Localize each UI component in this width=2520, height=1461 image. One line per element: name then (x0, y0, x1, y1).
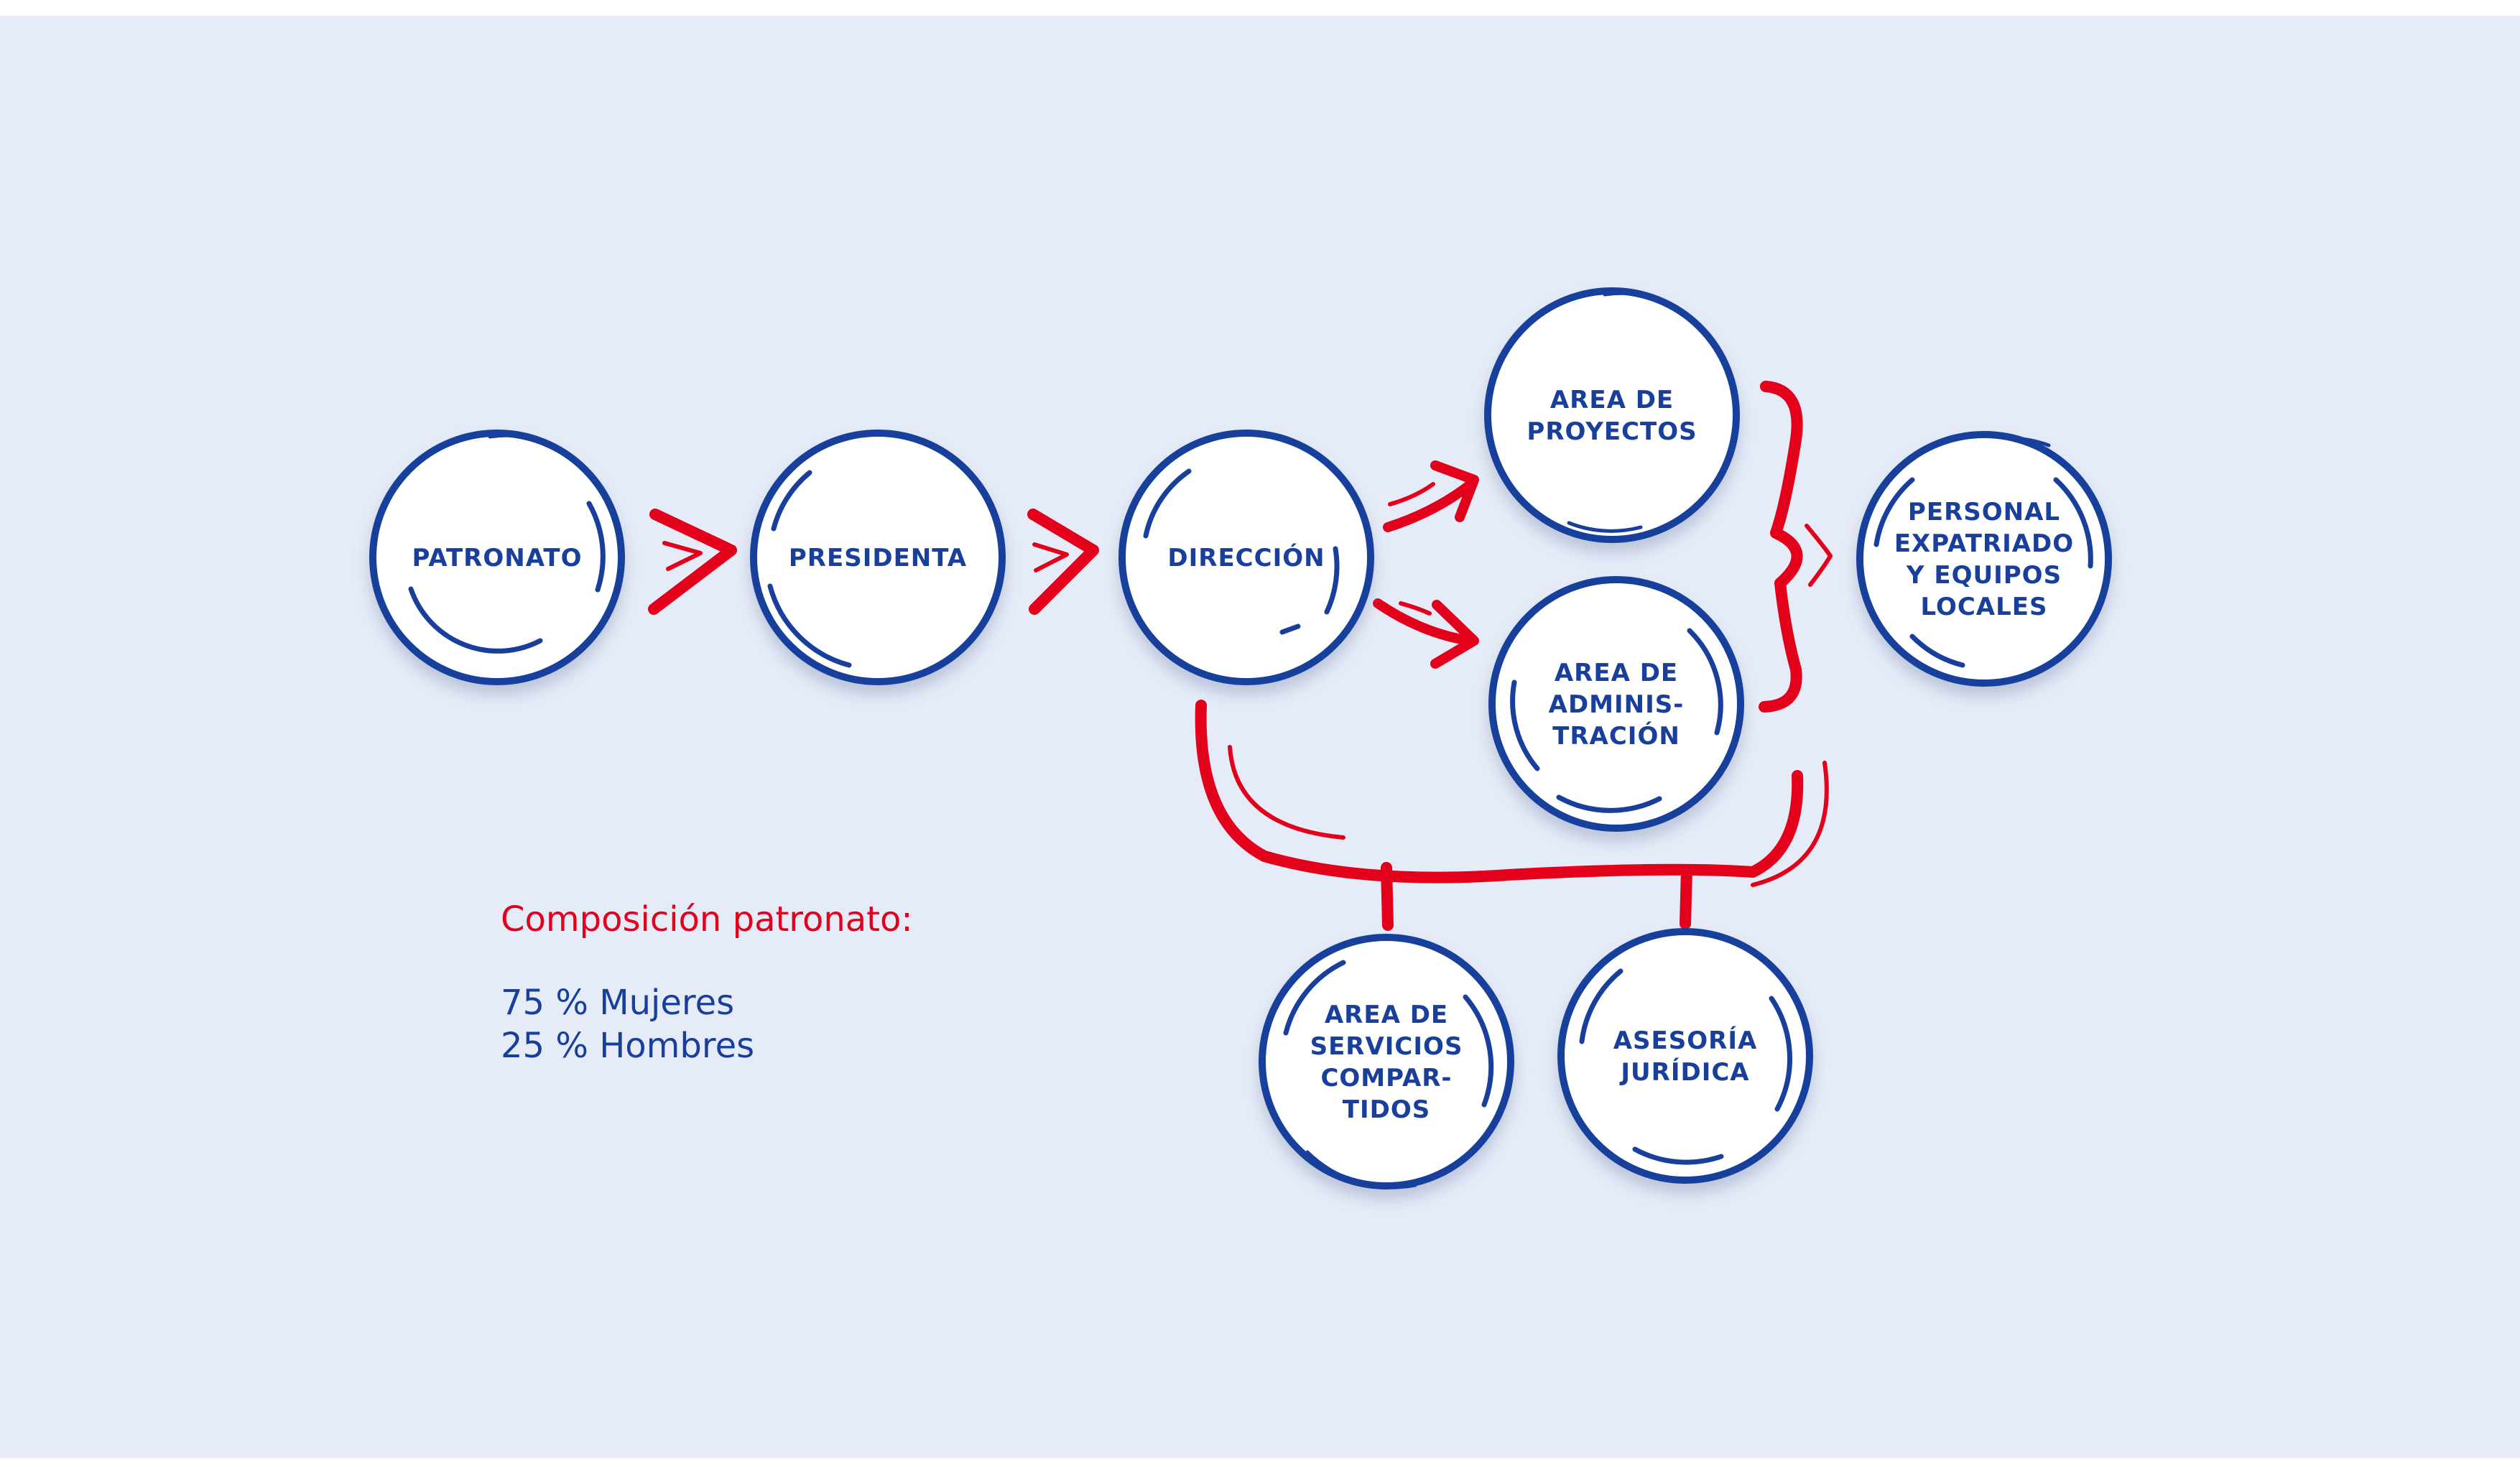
node-presidenta: PRESIDENTA (750, 430, 1006, 685)
arrow-patronato-presidenta (648, 509, 737, 615)
node-servicios: AREA DE SERVICIOS COMPAR-TIDOS (1259, 934, 1514, 1189)
node-label-line: SERVICIOS (1310, 1032, 1463, 1061)
node-patronato: PATRONATO (369, 430, 625, 685)
node-direccion: DIRECCIÓN (1118, 430, 1374, 685)
node-label-line: PROYECTOS (1527, 417, 1697, 446)
node-label-line: ADMINIS- (1549, 690, 1685, 719)
brace-personal-inner (1805, 524, 1833, 587)
node-label-line: LOCALES (1921, 593, 2048, 621)
node-label-line: AREA DE (1555, 659, 1678, 687)
svg-text:PRESIDENTA: PRESIDENTA (789, 544, 967, 572)
composition-women: 75 % Mujeres (501, 983, 735, 1023)
arrow-presidenta-direccion (1027, 509, 1099, 615)
node-label-line: TIDOS (1343, 1095, 1430, 1124)
node-administracion: AREA DE ADMINIS-TRACIÓN (1488, 576, 1744, 832)
node-label-line: ASESORÍA (1613, 1026, 1758, 1055)
node-proyectos: AREA DE PROYECTOS (1484, 287, 1740, 543)
arrow-direccion-proyectos-inner (1388, 482, 1435, 506)
svg-text:PATRONATO: PATRONATO (412, 544, 583, 572)
brace-personal (1759, 381, 1803, 713)
bottom-brace-inner-left (1228, 745, 1345, 840)
drop-asesoria (1680, 865, 1692, 929)
bottom-brace (1195, 700, 1804, 883)
node-label-line: PRESIDENTA (789, 544, 967, 572)
node-label-line: PERSONAL (1908, 498, 2060, 527)
node-label-line: AREA DE (1550, 386, 1674, 414)
arrow-direccion-proyectos-head (1430, 460, 1479, 522)
node-label-line: PATRONATO (412, 544, 583, 572)
node-label-line: JURÍDICA (1619, 1057, 1749, 1087)
drop-servicios (1381, 862, 1394, 931)
node-label-line: EXPATRIADO (1894, 529, 2074, 558)
arrow-presidenta-direccion-inner (1032, 542, 1069, 572)
composition-title: Composición patronato: (501, 899, 913, 940)
arrow-direccion-administracion-head (1430, 600, 1479, 669)
arrow-patronato-presidenta-inner (662, 541, 703, 571)
arrow-direccion-administracion-inner (1399, 601, 1432, 616)
arrow-direccion-administracion (1373, 598, 1475, 646)
svg-text:DIRECCIÓN: DIRECCIÓN (1167, 543, 1325, 572)
node-label-line: AREA DE (1325, 1001, 1448, 1029)
connectors (648, 381, 1833, 931)
composition-note: Composición patronato: 75 % Mujeres 25 %… (501, 898, 913, 1067)
node-label-line: DIRECCIÓN (1167, 543, 1325, 572)
diagram-canvas: PATRONATO PRESIDENTA DIRECCIÓN AREA DE PR… (0, 16, 2520, 1458)
bottom-brace-inner-right (1751, 761, 1829, 887)
node-label-line: Y EQUIPOS (1906, 561, 2062, 590)
arrow-direccion-proyectos (1383, 478, 1478, 532)
node-label-line: TRACIÓN (1552, 721, 1680, 751)
node-label-line: COMPAR- (1320, 1064, 1452, 1093)
org-chart: PATRONATO PRESIDENTA DIRECCIÓN AREA DE PR… (369, 287, 2112, 1189)
composition-men: 25 % Hombres (501, 1026, 755, 1066)
